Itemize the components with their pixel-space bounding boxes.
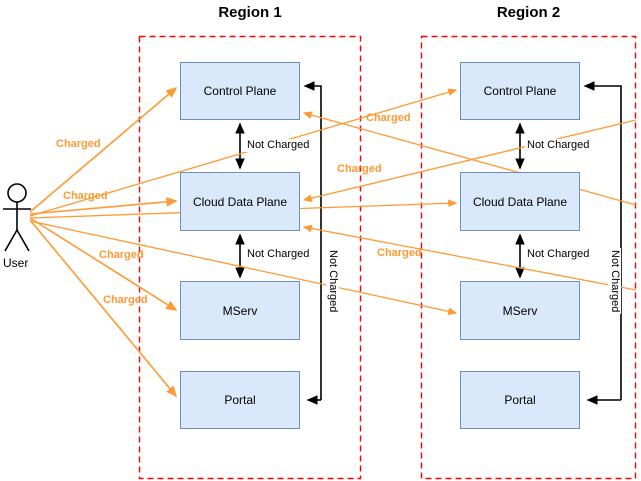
charged-arrow-r2-to-r1-controlplane <box>302 111 637 206</box>
charged-arrow-user-to-r2-controlplane <box>29 88 458 217</box>
charged-arrow-r2-to-r1-clouddataplane-lower <box>302 224 637 291</box>
region-2-title: Region 2 <box>496 4 561 21</box>
charged-label-user-to-r2-clouddataplane: Charged <box>337 163 382 175</box>
region-1-not-charged-label-cdp-mserv: Not Charged <box>245 248 312 261</box>
region-1-not-charged-label-cp-cdp: Not Charged <box>245 139 312 152</box>
region-2-node-mserv[interactable]: MServ <box>460 281 580 340</box>
charged-label-user-to-r1-controlplane: Charged <box>56 138 101 150</box>
charged-arrow-user-to-r1-portal <box>29 219 178 398</box>
charged-arrow-user-to-r2-mserv <box>29 220 458 316</box>
charged-arrow-user-to-r1-mserv <box>29 217 178 311</box>
region-2-node-cloud-data-plane[interactable]: Cloud Data Plane <box>460 172 580 231</box>
region-1-node-mserv[interactable]: MServ <box>180 281 300 340</box>
region-1-boundary <box>138 35 362 480</box>
charged-arrow-user-to-r1-controlplane <box>29 86 178 213</box>
region-1-node-portal[interactable]: Portal <box>180 371 300 429</box>
charged-label-user-to-r1-clouddataplane: Charged <box>63 190 108 202</box>
stick-figure-actor-icon <box>3 183 31 252</box>
charged-arrow-r2-to-r1-clouddataplane <box>302 119 637 202</box>
charged-label-user-to-r2-mserv: Charged <box>377 247 422 259</box>
charged-arrow-user-to-r1-clouddataplane <box>29 197 178 215</box>
region-2-node-portal[interactable]: Portal <box>460 371 580 429</box>
region-2-boundary <box>420 35 637 480</box>
region-1-node-cloud-data-plane[interactable]: Cloud Data Plane <box>180 172 300 231</box>
charged-label-user-to-r1-mserv: Charged <box>99 249 144 261</box>
region-2-not-charged-label-cdp-mserv: Not Charged <box>525 248 592 261</box>
region-2-not-charged-label-portal-cp: Not Charged <box>608 248 621 315</box>
region-2-node-control-plane[interactable]: Control Plane <box>460 62 580 120</box>
region-1-title: Region 1 <box>218 4 282 21</box>
charged-label-user-to-r2-controlplane: Charged <box>366 112 411 124</box>
charged-label-user-to-r1-portal: Charged <box>103 294 148 306</box>
region-1-node-control-plane[interactable]: Control Plane <box>180 62 300 120</box>
r1-edge-portal-controlplane <box>303 81 322 400</box>
actor-label: User <box>3 256 29 270</box>
region-1-not-charged-label-portal-cp: Not Charged <box>326 248 339 315</box>
r2-edge-portal-controlplane <box>583 81 622 400</box>
region-2-not-charged-label-cp-cdp: Not Charged <box>525 139 592 152</box>
